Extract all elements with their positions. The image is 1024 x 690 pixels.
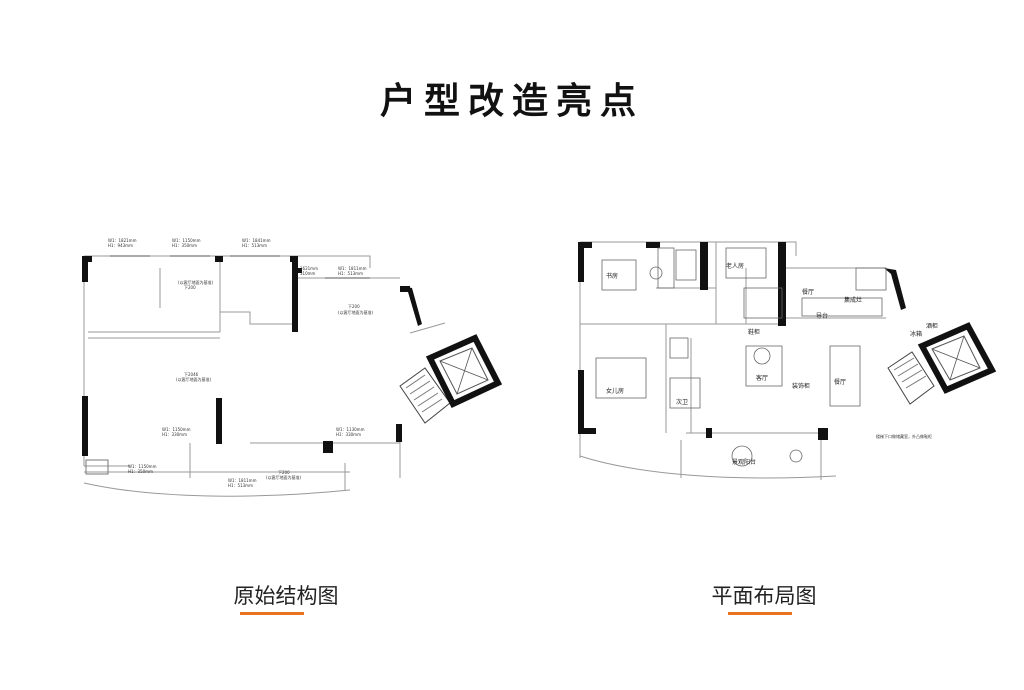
wall [818, 428, 828, 440]
wall [778, 242, 786, 326]
level-note: 下200 [184, 285, 196, 290]
dimension-note: H1：513mm [338, 271, 363, 276]
dimension-note: H1：330mm [162, 432, 187, 437]
elevator-shaft [425, 334, 503, 408]
original-structure-plan: W1：1821mm H1：943mm W1：1150mm H1：350mm W1… [70, 228, 510, 518]
page-title: 户型改造亮点 [379, 81, 644, 122]
dimension-note: 1621mm [300, 266, 318, 271]
dimension-note: W1：1821mm [108, 238, 137, 243]
room-label: 导台 [816, 312, 828, 320]
wall [884, 268, 906, 310]
room-label: 景观阳台 [732, 458, 756, 466]
elevator-shaft [917, 322, 997, 394]
wall [292, 262, 298, 332]
right-caption-underline [728, 612, 792, 615]
room-label: 餐厅 [802, 288, 814, 296]
wall [215, 256, 223, 262]
dimension-note: 310mm [300, 271, 316, 276]
wall [400, 286, 422, 326]
dimension-note: H1：350mm [128, 469, 153, 474]
dimension-note: W1：1150mm [172, 238, 201, 243]
dimension-note: W1：1150mm [162, 427, 191, 432]
dimension-note: W1：1841mm [242, 238, 271, 243]
wall [578, 428, 596, 434]
level-note: 下200 [278, 470, 290, 475]
level-note: 下2046 [184, 372, 199, 377]
left-caption-underline [240, 612, 304, 615]
room-label: 餐厅 [834, 378, 846, 386]
level-note: (以客厅地面为基准) [338, 309, 374, 315]
dimension-note: W1：1150mm [128, 464, 157, 469]
room-label: 集成灶 [844, 296, 862, 304]
wall [578, 242, 592, 248]
room-label: 客厅 [756, 374, 768, 382]
dimension-note: H1：943mm [108, 243, 133, 248]
wall [396, 424, 402, 442]
floor-layout-plan: 老人房 书房 餐厅 集成灶 导台 鞋柜 女儿房 次卫 客厅 装饰柜 餐厅 冰箱 … [566, 228, 1006, 518]
room-label: 老人房 [726, 262, 744, 270]
level-note: 下200 [348, 304, 360, 309]
wall [216, 398, 222, 444]
wall [292, 268, 302, 273]
left-caption: 原始结构图 [233, 584, 339, 608]
room-label: 次卫 [676, 398, 688, 406]
wall [700, 242, 708, 290]
dimension-note: W1：1811mm [338, 266, 367, 271]
dimension-note: H1：513mm [242, 243, 267, 248]
room-label: 酒柜 [926, 322, 938, 330]
wall [646, 242, 660, 248]
room-label: 冰箱 [910, 330, 922, 338]
dimension-note: W1：1811mm [228, 478, 257, 483]
wall [578, 242, 584, 282]
dimension-note: W1：1130mm [336, 427, 365, 432]
wall [578, 370, 584, 430]
room-label: 女儿房 [606, 387, 624, 395]
dimension-note: H1：513mm [228, 483, 253, 488]
wall [290, 256, 298, 262]
wall [323, 441, 333, 453]
wall [82, 396, 88, 456]
wall [82, 256, 88, 282]
level-note: (以客厅地面为基准) [266, 474, 302, 480]
level-note: (以客厅地面为基准) [176, 376, 212, 382]
dimension-note: H1：350mm [172, 243, 197, 248]
annotation-note: 楼梯下口做储藏室，外凸做鞋柜 [876, 433, 932, 439]
dimension-note: H1：330mm [336, 432, 361, 437]
right-caption: 平面布局图 [711, 584, 817, 608]
room-label: 书房 [606, 272, 618, 280]
room-label: 鞋柜 [748, 328, 760, 336]
room-label: 装饰柜 [792, 382, 810, 390]
wall [706, 428, 712, 438]
level-note: (以客厅地面为基准) [178, 279, 214, 285]
